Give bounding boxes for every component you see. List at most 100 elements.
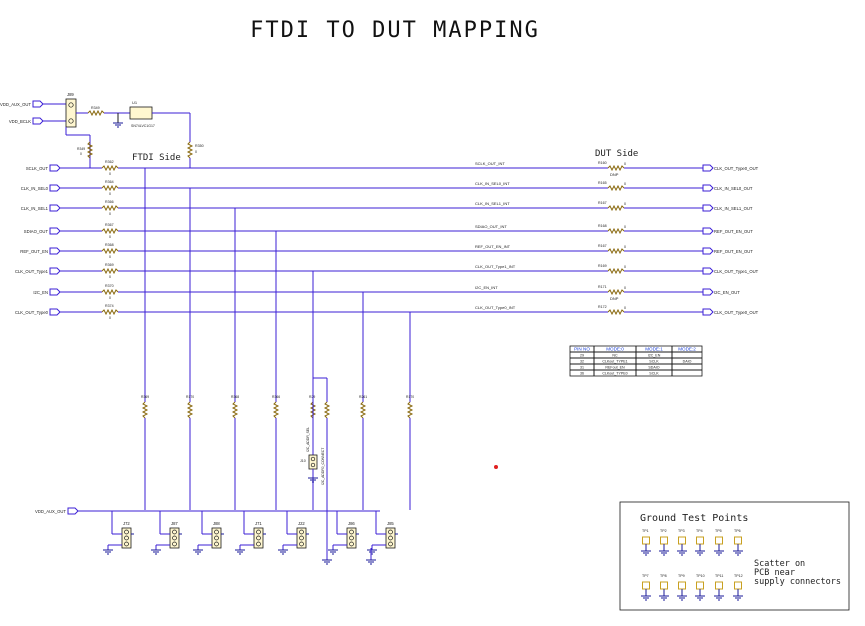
- connector-body: [169, 527, 180, 549]
- net-label: REF_OUT_EN_INT: [475, 244, 511, 249]
- test-point-note: supply connectors: [754, 577, 841, 587]
- resistor-label: R349: [77, 147, 85, 151]
- resistor-symbol: [607, 288, 625, 296]
- resistor-symbol: [309, 401, 317, 419]
- jumper-label: J89: [67, 92, 74, 97]
- table-cell: SDAIO: [648, 365, 659, 369]
- dut-side-label: DUT Side: [595, 149, 638, 159]
- resistor-label: R349: [91, 106, 100, 110]
- resistor-label: R165: [598, 181, 607, 185]
- net-label: I2C_EN_INT: [475, 285, 498, 290]
- test-point-label: TP2: [660, 529, 667, 533]
- port-arrow-icon: [49, 308, 61, 316]
- ic-part-label: SN74LVC1G17: [131, 124, 155, 128]
- port-label: CLK_IN_SEL1_OUT: [714, 206, 753, 211]
- resistor-value: 0: [109, 255, 111, 259]
- port-label: CLK_OUT_Type0: [15, 310, 49, 315]
- resistor-value: 0: [109, 212, 111, 216]
- net-label-vertical: I2C_ADDR_SEL: [306, 427, 310, 452]
- connector-body: [121, 527, 132, 549]
- port-label: CLK_OUT_Type1_OUT: [714, 269, 759, 274]
- resistor-symbol: [607, 184, 625, 192]
- connector-pin: [310, 462, 316, 468]
- connector-body: [385, 527, 396, 549]
- resistor-value: 0: [195, 150, 197, 154]
- table-cell: CLKout_TYPE1: [602, 359, 627, 363]
- test-point-label: TP6: [734, 529, 741, 533]
- port-arrow-icon: [702, 204, 714, 212]
- test-point-title: Ground Test Points: [640, 513, 748, 524]
- net-label: CLK_OUT_Type1_INT: [475, 264, 516, 269]
- connector-body: [296, 527, 307, 549]
- test-point-pad: [678, 536, 686, 545]
- resistor-symbol: [101, 247, 119, 255]
- port-label: CLK_IN_SEL0_OUT: [714, 186, 753, 191]
- table-header-cell: PIN NO: [574, 347, 590, 352]
- resistor-value: 0: [624, 265, 626, 269]
- port-arrow-icon: [702, 184, 714, 192]
- test-point-pad: [660, 581, 668, 590]
- port-arrow-icon: [49, 267, 61, 275]
- connector-pin: [310, 456, 316, 462]
- port-arrow-icon: [702, 227, 714, 235]
- connector-pin: [172, 535, 177, 541]
- connector-pin: [256, 529, 261, 535]
- port-arrow-icon: [702, 164, 714, 172]
- connector-pin: [299, 541, 304, 547]
- port-label: VDD_BCLK: [9, 119, 31, 124]
- resistor-symbol: [101, 227, 119, 235]
- ic-body: [129, 106, 153, 120]
- connector-label: J86: [348, 521, 355, 526]
- resistor-label: R369: [141, 395, 149, 399]
- resistor-label: R366: [105, 200, 114, 204]
- port-arrow-icon: [49, 247, 61, 255]
- resistor-symbol: [101, 308, 119, 316]
- resistor-label: R261: [359, 395, 367, 399]
- resistor-label: R368: [105, 243, 114, 247]
- resistor-label: R364: [105, 180, 114, 184]
- resistor-label: R171: [598, 285, 607, 289]
- port-arrow-icon: [49, 288, 61, 296]
- table-cell: SCLK: [649, 359, 659, 363]
- connector-pin: [388, 541, 393, 547]
- port-label: CLK_OUT_Type0_OUT: [714, 166, 759, 171]
- resistor-value: 0: [624, 162, 626, 166]
- resistor-value: 0: [624, 225, 626, 229]
- connector-label: J10: [300, 459, 306, 463]
- port-label: CLK_IN_SEL0: [21, 186, 49, 191]
- port-label: SDIAO_OUT: [24, 229, 49, 234]
- test-point-pad: [734, 536, 742, 545]
- connector-pin: [349, 529, 354, 535]
- page-title: FTDI TO DUT MAPPING: [250, 18, 540, 43]
- connector-label: J87: [171, 521, 178, 526]
- table-header-cell: MODE:1: [645, 347, 663, 352]
- net-label: CLK_OUT_Type0_INT: [475, 305, 516, 310]
- resistor-symbol: [323, 401, 331, 419]
- resistor-symbol: [607, 267, 625, 275]
- table-cell: REFout_EN: [605, 365, 625, 369]
- port-arrow-icon: [49, 164, 61, 172]
- jumper-body: [65, 98, 77, 128]
- resistor-symbol: [607, 204, 625, 212]
- port-label: VDD_AUX_OUT: [35, 509, 66, 514]
- resistor-label: R369: [105, 263, 114, 267]
- table-cell: 31: [580, 365, 584, 369]
- test-point-pad: [715, 581, 723, 590]
- resistor-label: R170: [186, 395, 194, 399]
- test-point-label: TP12: [734, 574, 743, 578]
- port-arrow-icon: [702, 288, 714, 296]
- port-label: VDD_AUX_OUT: [0, 102, 31, 107]
- test-point-label: TP9: [678, 574, 685, 578]
- ftdi-side-label: FTDI Side: [132, 153, 181, 163]
- connector-pin: [349, 535, 354, 541]
- resistor-symbol: [101, 267, 119, 275]
- port-arrow-icon: [49, 184, 61, 192]
- resistor-symbol: [359, 401, 367, 419]
- resistor-value: 0: [109, 316, 111, 320]
- resistor-symbol: [101, 184, 119, 192]
- ic-label: U1: [132, 100, 138, 105]
- port-label: REF_OUT_EN_OUT: [714, 249, 753, 254]
